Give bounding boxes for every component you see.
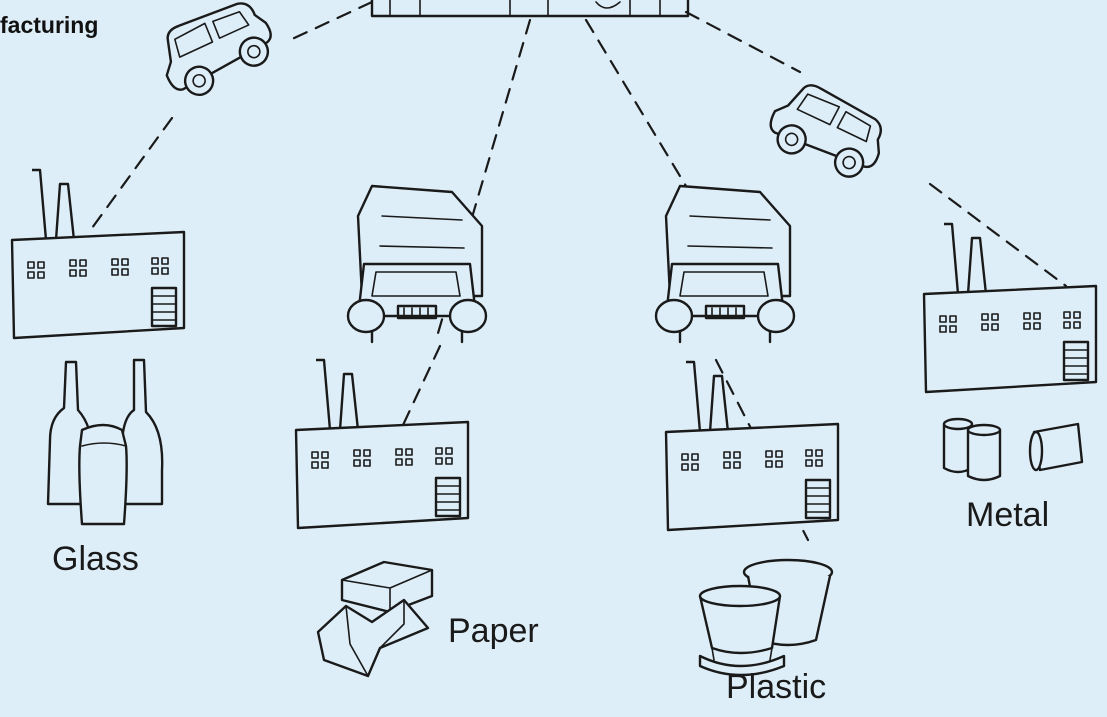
lorry-icon-paper [346,184,488,344]
lorry-icon-plastic [654,184,796,344]
car-icon-left [147,0,284,107]
transport-routes [90,0,1068,542]
label-plastic: Plastic [726,668,827,706]
plastic-pots-icon [698,558,834,677]
label-paper: Paper [448,612,539,650]
cardboard-boxes-icon [316,560,434,678]
glass-bottles-icon [46,358,164,526]
label-metal: Metal [966,496,1050,534]
header-title: facturing [0,12,99,38]
factory-icon-glass [10,168,186,340]
label-glass: Glass [52,540,139,578]
central-facility-icon [370,0,690,18]
factory-icon-metal [922,222,1098,394]
metal-cans-icon [942,417,1084,482]
car-icon-right [760,74,895,186]
factory-icon-plastic [664,360,840,532]
factory-icon-paper [294,358,470,530]
